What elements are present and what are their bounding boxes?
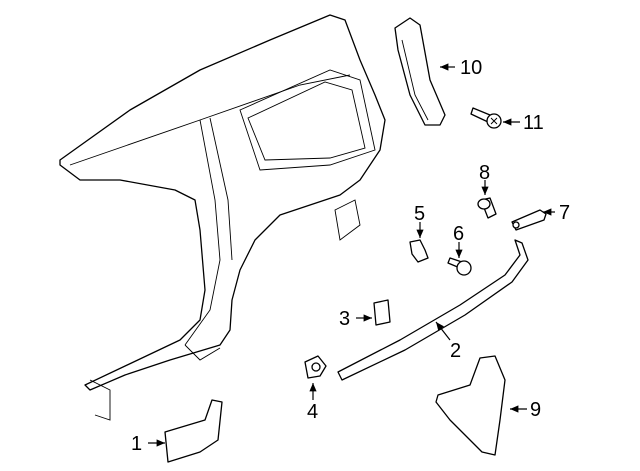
callout-7: 7 <box>559 202 570 224</box>
part-3-clip <box>373 299 391 326</box>
part-4-retainer <box>304 355 327 379</box>
callout-4: 4 <box>307 401 318 423</box>
callout-6: 6 <box>453 223 464 245</box>
part-10-applique <box>394 17 446 126</box>
callout-5: 5 <box>414 203 425 225</box>
part-8-push-pin <box>477 197 497 219</box>
part-9-mud-flap <box>435 355 506 456</box>
callout-8: 8 <box>479 162 490 184</box>
callout-10: 10 <box>460 57 482 79</box>
callout-11: 11 <box>523 112 544 134</box>
callout-9: 9 <box>530 399 541 421</box>
part-5-clip <box>409 239 429 263</box>
part-6-screw <box>447 257 472 276</box>
callout-3: 3 <box>339 308 350 330</box>
part-7-bracket <box>511 209 547 231</box>
quarter-panel <box>59 14 386 421</box>
callout-2: 2 <box>450 340 461 362</box>
callout-1: 1 <box>131 433 142 455</box>
part-11-bolt <box>470 107 502 129</box>
part-2-molding <box>337 239 529 381</box>
part-1-mud-flap <box>164 399 223 463</box>
